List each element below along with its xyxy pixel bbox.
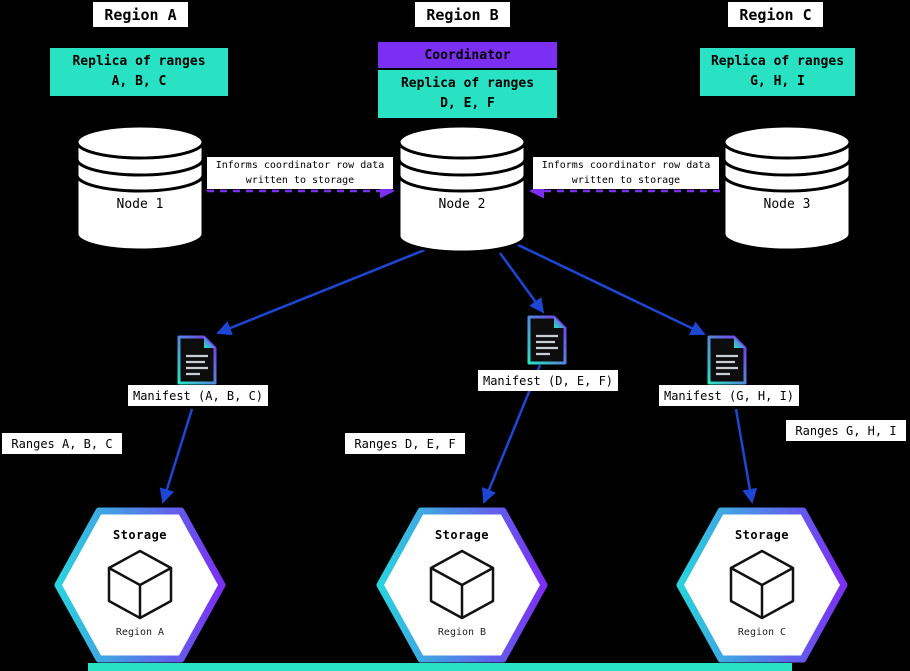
cube-icon: [729, 549, 795, 620]
region-c-title: Region C: [728, 2, 823, 27]
region-b-replica-badge: Replica of ranges D, E, F: [378, 70, 557, 118]
manifest-def-label: Manifest (D, E, F): [478, 370, 618, 391]
coordinator-badge: Coordinator: [378, 42, 557, 68]
cube-icon: [107, 549, 173, 620]
node-1-label: Node 1: [116, 197, 164, 212]
manifest3-to-storage3-arrow: [734, 408, 758, 504]
manifest1-to-storage1-arrow: [159, 408, 194, 504]
storage-b-region-label: Region B: [437, 627, 487, 638]
database-icon: [397, 124, 527, 254]
storage-b-title: Storage: [434, 528, 490, 542]
region-b-title: Region B: [415, 2, 510, 27]
storage-a-region-label: Region A: [115, 627, 165, 638]
region-c-replica-badge: Replica of ranges G, H, I: [700, 48, 855, 96]
node2-to-manifest2-arrow: [498, 252, 545, 314]
node2-to-manifest1-arrow: [216, 245, 433, 336]
storage-a-title: Storage: [112, 528, 168, 542]
manifest-ghi-label: Manifest (G, H, I): [659, 385, 799, 406]
bottom-accent-bar: [88, 663, 792, 671]
node2-to-manifest3-arrow: [513, 241, 706, 336]
cube-icon: [429, 549, 495, 620]
manifest-file-icon: [527, 315, 567, 365]
manifest-abc-label: Manifest (A, B, C): [128, 385, 268, 406]
informs-right-label: Informs coordinator row data written to …: [533, 157, 719, 189]
region-a-replica-badge: Replica of ranges A, B, C: [50, 48, 228, 96]
storage-c-title: Storage: [734, 528, 790, 542]
ranges-ghi-label: Ranges G, H, I: [786, 420, 906, 441]
region-a-title: Region A: [93, 2, 188, 27]
ranges-def-label: Ranges D, E, F: [345, 433, 465, 454]
manifest-file-icon: [707, 335, 747, 385]
informs-left-label: Informs coordinator row data written to …: [207, 157, 393, 189]
manifest-file-icon: [177, 335, 217, 385]
ranges-abc-label: Ranges A, B, C: [2, 433, 122, 454]
storage-c-region-label: Region C: [737, 627, 787, 638]
database-icon: [75, 124, 205, 252]
database-icon: [722, 124, 852, 252]
node-2-label: Node 2: [438, 197, 486, 212]
node-3-label: Node 3: [763, 197, 811, 212]
